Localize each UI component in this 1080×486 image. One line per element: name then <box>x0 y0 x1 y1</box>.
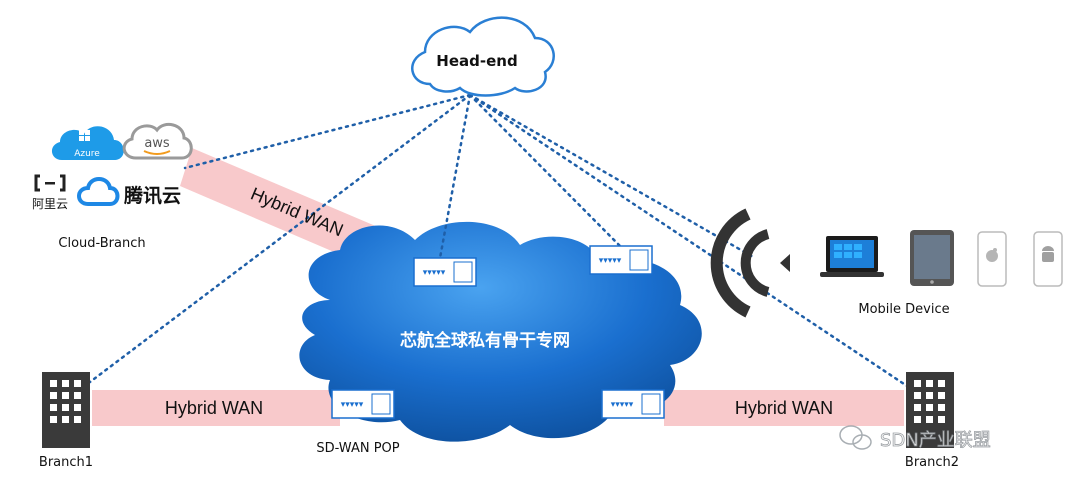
pop-device-3: ▾▾▾▾▾ <box>331 389 395 419</box>
link-head-cloudbranch <box>183 93 472 170</box>
hybrid-wan-band-branch2 <box>664 390 904 426</box>
aliyun-logo: 阿里云 <box>32 174 68 211</box>
android-phone-icon <box>1033 231 1063 287</box>
backbone-label: 芯航全球私有骨干专网 <box>400 330 570 351</box>
head-end-label: Head-end <box>436 52 517 70</box>
watermark-text: SDN产业联盟 <box>880 430 991 451</box>
mobile-device-label: Mobile Device <box>858 302 949 317</box>
dotted-links <box>88 93 912 390</box>
branch1-label: Branch1 <box>39 455 93 470</box>
link-head-mobile <box>468 93 757 260</box>
aws-label: aws <box>144 136 170 151</box>
wechat-icon <box>839 425 872 450</box>
hybrid-wan-label-branch1: Hybrid WAN <box>165 398 263 418</box>
hybrid-wan-band-branch1 <box>92 390 340 426</box>
azure-logo: Azure <box>51 126 124 160</box>
sd-wan-pop-label: SD-WAN POP <box>316 441 399 456</box>
pop-device-1: ▾▾▾▾▾ <box>413 257 477 287</box>
svg-text:▾▾▾▾▾: ▾▾▾▾▾ <box>611 400 634 410</box>
apple-phone-icon <box>977 231 1007 287</box>
cloud-branch-label: Cloud-Branch <box>58 236 145 251</box>
tencent-cloud-logo: 腾讯云 <box>77 177 181 207</box>
svg-text:▾▾▾▾▾: ▾▾▾▾▾ <box>341 400 364 410</box>
pop-device-4: ▾▾▾▾▾ <box>601 389 665 419</box>
hybrid-wan-label-branch2: Hybrid WAN <box>735 398 833 418</box>
watermark: SDN产业联盟 <box>839 425 991 451</box>
link-head-branch1 <box>88 93 472 384</box>
aliyun-label: 阿里云 <box>32 197 68 211</box>
pop-device-2: ▾▾▾▾▾ <box>589 245 653 275</box>
head-end-cloud: Head-end <box>411 16 555 97</box>
svg-text:▾▾▾▾▾: ▾▾▾▾▾ <box>423 268 446 278</box>
link-head-pop-right <box>468 93 622 248</box>
link-head-pop-left <box>438 93 472 260</box>
tablet-icon <box>910 230 954 286</box>
branch1-building-icon <box>42 372 90 448</box>
tencent-cloud-label: 腾讯云 <box>123 184 181 207</box>
branch2-label: Branch2 <box>905 455 959 470</box>
branch2-building-icon <box>906 372 954 448</box>
aws-logo: aws <box>122 122 193 160</box>
link-head-branch2 <box>468 93 912 390</box>
azure-label: Azure <box>74 149 100 159</box>
svg-text:▾▾▾▾▾: ▾▾▾▾▾ <box>599 256 622 266</box>
backbone-cloud <box>299 221 702 442</box>
wireless-icon <box>710 208 790 318</box>
laptop-icon <box>820 236 884 277</box>
